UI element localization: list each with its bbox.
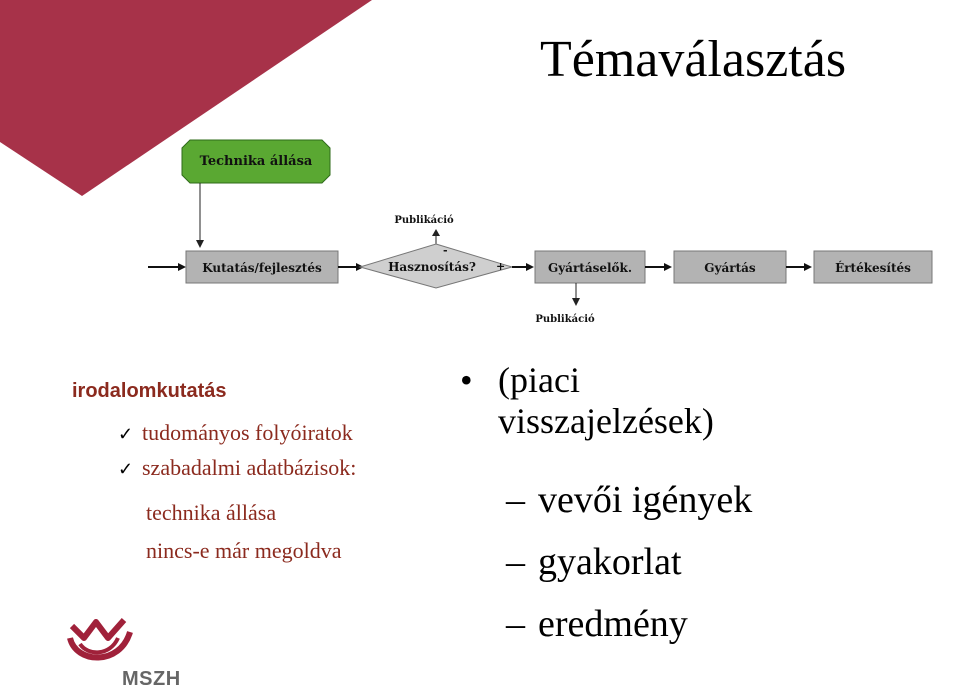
check-icon: ✓ [118, 424, 134, 444]
literature-item-1-label: tudományos folyóiratok [142, 420, 353, 445]
prototype-label: Gyártáselők. [548, 261, 632, 275]
literature-item-1: ✓ tudományos folyóiratok [118, 420, 353, 446]
decision-label: Hasznosítás? [388, 260, 476, 274]
slide-title: Témaválasztás [540, 31, 847, 88]
literature-item-2: ✓ szabadalmi adatbázisok: [118, 455, 356, 481]
production-label: Gyártás [704, 261, 756, 275]
decision-diamond: - Hasznosítás? + [358, 243, 514, 289]
check-icon: ✓ [118, 459, 134, 479]
production-box: Gyártás [673, 250, 787, 284]
feedback-item-2: –gyakorlat [506, 540, 682, 584]
decision-minus: - [443, 244, 448, 257]
feedback-item-3: –eredmény [506, 602, 688, 646]
top-box-label: Technika állása [200, 154, 313, 169]
feedback-block: • (piaci visszajelzések) [460, 360, 714, 443]
literature-sub-1: technika állása [146, 500, 277, 525]
feedback-heading-1: (piaci [498, 360, 580, 400]
logo-text: MSZH [122, 668, 181, 690]
literature-item-2-label: szabadalmi adatbázisok: [142, 455, 357, 480]
process-diagram: Technika állása Kutatás/fejlesztés Publi… [148, 139, 933, 325]
top-box: Technika állása [181, 139, 331, 184]
research-box: Kutatás/fejlesztés [185, 250, 339, 284]
publication-top-label: Publikáció [394, 215, 454, 226]
dash-icon: – [506, 479, 525, 521]
decision-plus: + [496, 260, 505, 273]
literature-heading: irodalomkutatás [72, 380, 227, 402]
feedback-item-1-label: vevői igények [538, 479, 753, 521]
sales-label: Értékesítés [835, 260, 911, 275]
feedback-item-1: –vevői igények [506, 478, 752, 522]
feedback-heading-2: visszajelzések) [498, 401, 714, 442]
literature-sub-2: nincs-e már megoldva [146, 538, 342, 563]
prototype-box: Gyártáselők. [534, 250, 646, 284]
publication-bottom-label: Publikáció [535, 314, 595, 325]
dash-icon: – [506, 603, 525, 645]
research-label: Kutatás/fejlesztés [202, 261, 322, 275]
bullet-icon: • [460, 360, 473, 400]
sales-box: Értékesítés [813, 250, 933, 284]
decorative-band [0, 0, 372, 196]
mszh-logo-icon [67, 618, 133, 661]
feedback-item-2-label: gyakorlat [538, 541, 682, 583]
dash-icon: – [506, 541, 525, 583]
feedback-item-3-label: eredmény [538, 603, 688, 645]
